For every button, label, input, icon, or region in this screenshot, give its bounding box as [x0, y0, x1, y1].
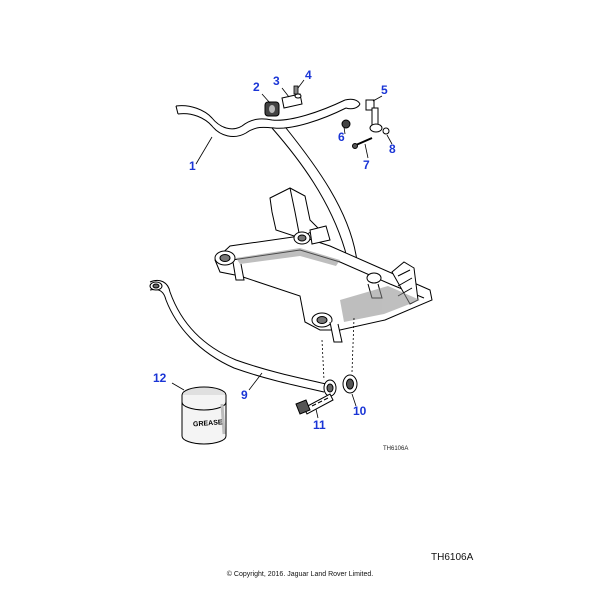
- callout-7: 7: [363, 158, 370, 172]
- grease-label: GREASE: [193, 419, 223, 428]
- stabilizer-link: [341, 99, 390, 149]
- bush-and-clamp: [264, 85, 303, 117]
- callout-6: 6: [338, 130, 345, 144]
- callout-12: 12: [153, 371, 167, 385]
- callout-3: 3: [273, 74, 280, 88]
- callout-5: 5: [381, 83, 388, 97]
- callout-4: 4: [305, 68, 312, 82]
- subframe-shading: [236, 248, 420, 322]
- callout-10: 10: [353, 404, 367, 418]
- leader-lines: [171, 79, 393, 419]
- figure-code-small: TH6106A: [383, 446, 409, 452]
- callout-8: 8: [389, 142, 396, 156]
- callout-9: 9: [241, 388, 248, 402]
- callout-1: 1: [189, 159, 196, 173]
- copyright-notice: © Copyright, 2016. Jaguar Land Rover Lim…: [226, 571, 374, 578]
- grease-tub: GREASE: [181, 386, 227, 445]
- rod-bolt: [295, 393, 334, 415]
- rod-bush: [342, 374, 358, 394]
- subframe: [214, 187, 433, 343]
- tie-rod: [149, 279, 337, 397]
- figure-code: TH6106A: [431, 552, 474, 563]
- callout-2: 2: [253, 80, 260, 94]
- callout-11: 11: [313, 418, 326, 432]
